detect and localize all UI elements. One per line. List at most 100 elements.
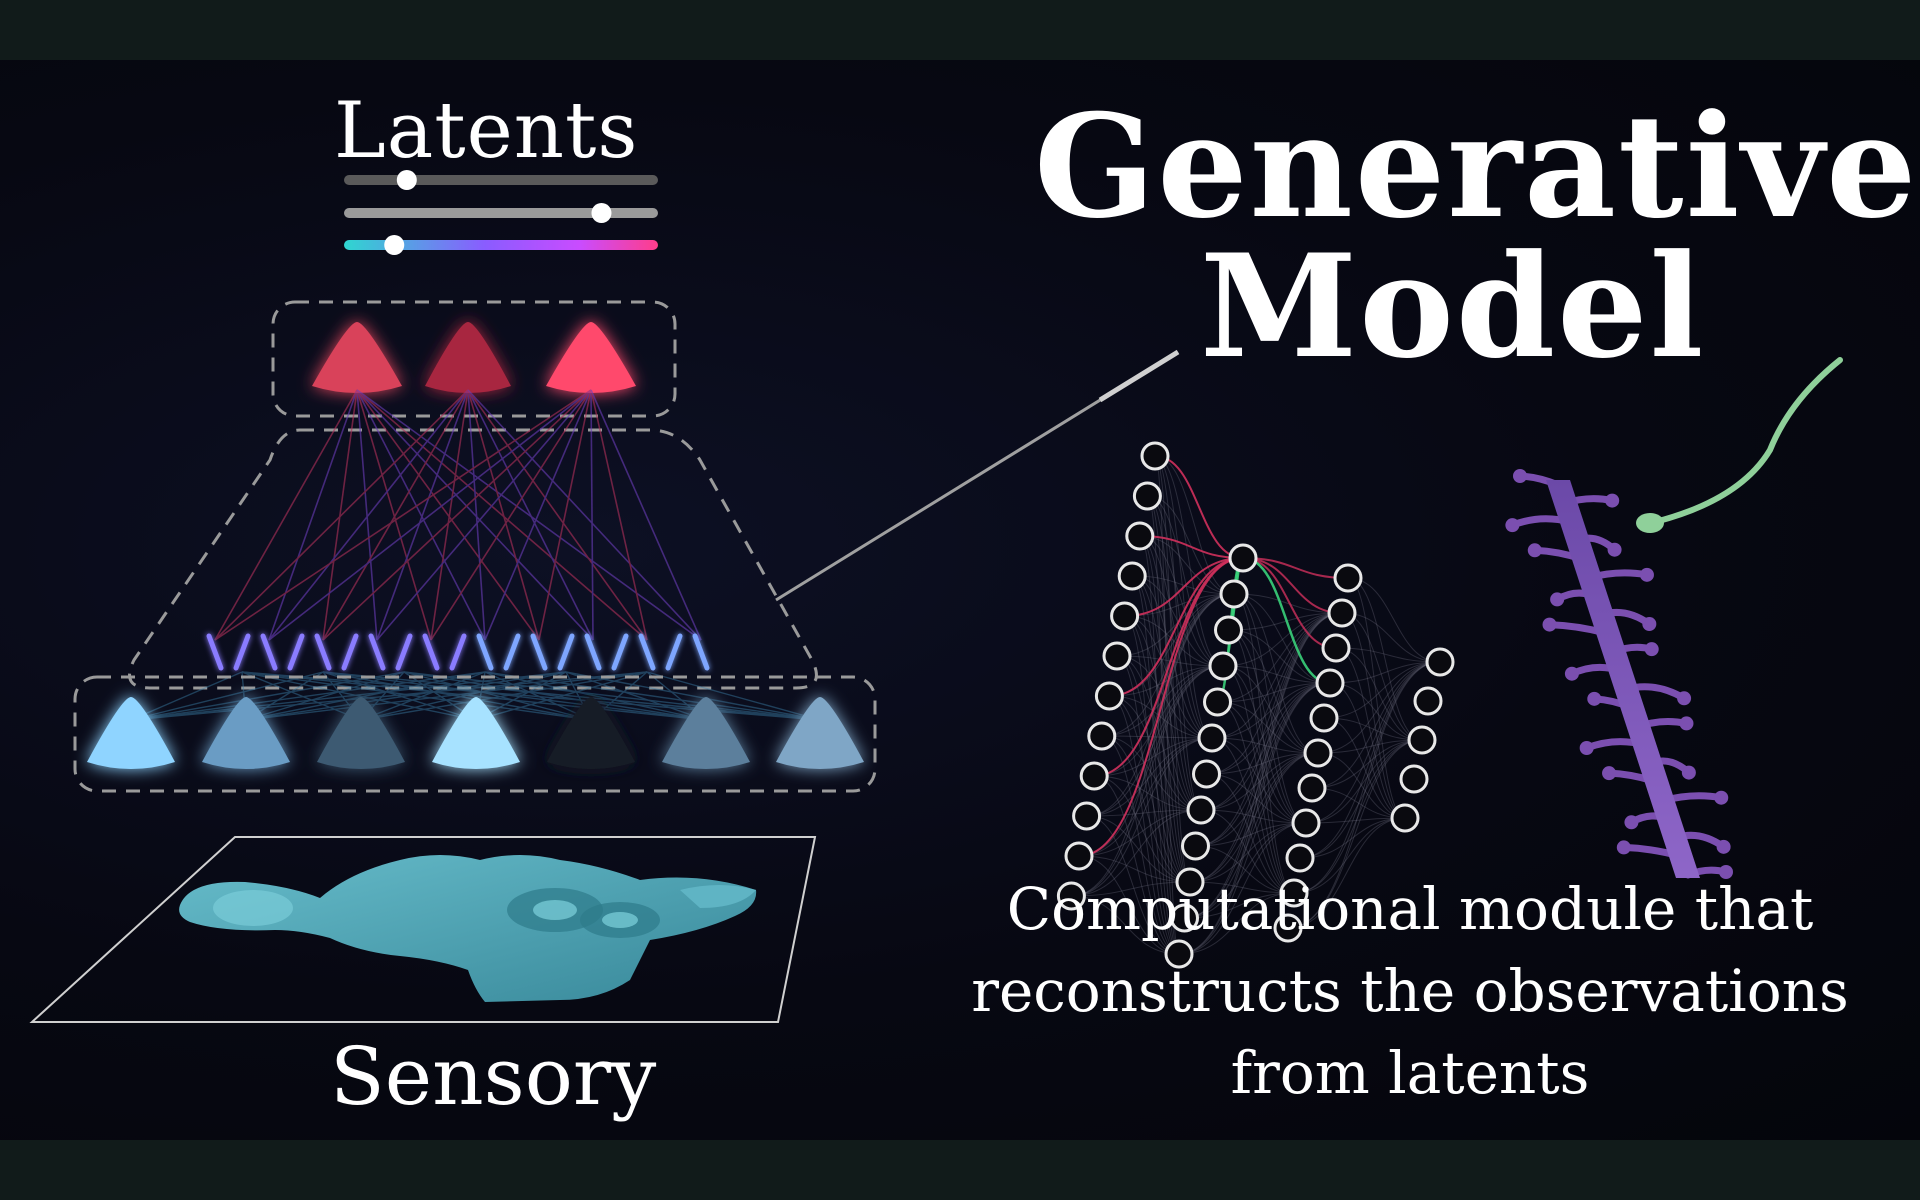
network-node [1285, 843, 1315, 873]
network-connection [1222, 665, 1331, 684]
network-connection [1206, 682, 1331, 775]
network-connection [1139, 535, 1244, 559]
latent-unit-1 [312, 322, 402, 393]
network-connection [1071, 665, 1224, 897]
network-node [1094, 681, 1124, 711]
network-connection [1071, 895, 1180, 955]
network-connection [1078, 855, 1191, 883]
latent-connection [430, 389, 592, 641]
network-node [1125, 521, 1155, 551]
network-connection [1195, 845, 1295, 894]
network-connection [1311, 739, 1423, 789]
network-connection [1189, 881, 1295, 894]
network-connection [1299, 817, 1406, 859]
sensory-connection [241, 671, 477, 721]
latent-sliders [344, 170, 658, 255]
network-connection [1086, 809, 1202, 817]
network-connections [1071, 455, 1441, 955]
hidden-layer-box [128, 428, 818, 690]
network-connection [1293, 739, 1423, 894]
spine-head [1677, 691, 1692, 706]
network-node [1132, 481, 1162, 511]
network-connection [1217, 682, 1331, 703]
sensory-connection [130, 671, 648, 721]
network-node [1164, 939, 1194, 969]
network-connection [1233, 593, 1343, 614]
sensory-unit [547, 697, 635, 769]
sensory-connection [322, 671, 477, 721]
network-connection [1184, 752, 1319, 919]
network-connection [1200, 612, 1343, 811]
network-connection [1222, 665, 1307, 824]
slider-knob-1[interactable] [396, 170, 417, 190]
network-connection [1217, 701, 1319, 754]
sensory-connection [403, 671, 821, 721]
sensory-connection [646, 671, 821, 721]
latent-units-box [271, 300, 677, 418]
slider-knob-2[interactable] [591, 203, 612, 223]
latent-connection [322, 389, 358, 641]
sensory-connection [360, 671, 567, 721]
network-connection [1086, 665, 1224, 817]
hidden-unit [665, 633, 683, 671]
spine-head [1716, 839, 1731, 854]
network-connection [1242, 557, 1343, 614]
network-connection [1189, 612, 1343, 883]
monkey-head-image [179, 855, 757, 1002]
network-connection [1222, 665, 1319, 754]
network-connection [1078, 557, 1244, 857]
hidden-unit [314, 633, 332, 671]
sensory-connection [565, 671, 821, 721]
network-connection [1124, 557, 1244, 617]
description-line-3: from latents [1230, 1039, 1590, 1107]
network-connection [1242, 557, 1349, 579]
network-node [1407, 725, 1437, 755]
sensory-connection [565, 671, 707, 721]
slider-knob-3[interactable] [384, 235, 405, 255]
network-connection [1124, 615, 1202, 811]
hidden-unit [206, 633, 224, 671]
slider-track-1 [344, 175, 658, 185]
network-node [1064, 841, 1094, 871]
network-connection [1189, 822, 1307, 883]
network-connection [1233, 593, 1295, 894]
network-node [1170, 903, 1199, 933]
spine-head [1542, 617, 1557, 632]
network-node [1279, 878, 1309, 908]
latent-connection [322, 389, 592, 641]
network-node [1208, 651, 1238, 681]
network-connection [1211, 612, 1343, 739]
network-connection [1228, 612, 1343, 631]
latent-connection [356, 389, 594, 641]
network-connection [1094, 775, 1191, 883]
network-connection [1211, 737, 1307, 824]
network-connection [1086, 593, 1235, 817]
network-connection [1078, 855, 1180, 955]
network-connection [1189, 682, 1331, 883]
network-connection [1124, 615, 1224, 667]
latent-connection [214, 389, 469, 641]
network-node [1087, 721, 1117, 751]
sensory-plane [29, 836, 817, 1023]
network-node [1186, 795, 1216, 825]
sensory-connection [130, 671, 567, 721]
spine-head [1602, 766, 1617, 781]
network-connection [1154, 455, 1213, 739]
latent-connection [214, 389, 592, 641]
hidden-unit [530, 633, 548, 671]
network-connection [1101, 735, 1213, 739]
slider-track-2 [344, 208, 658, 218]
network-node [1327, 598, 1357, 628]
network-connection [1195, 822, 1307, 847]
network-connection [1178, 822, 1307, 955]
network-connection [1323, 717, 1406, 819]
network-connection [1094, 775, 1180, 955]
network-connection [1146, 495, 1191, 883]
sensory-connection [130, 671, 243, 721]
latent-connection [376, 389, 592, 641]
network-connection [1094, 665, 1224, 777]
network-connection [1217, 701, 1307, 824]
network-node [1192, 759, 1221, 789]
network-connection [1293, 661, 1441, 894]
network-connection [1116, 655, 1191, 883]
